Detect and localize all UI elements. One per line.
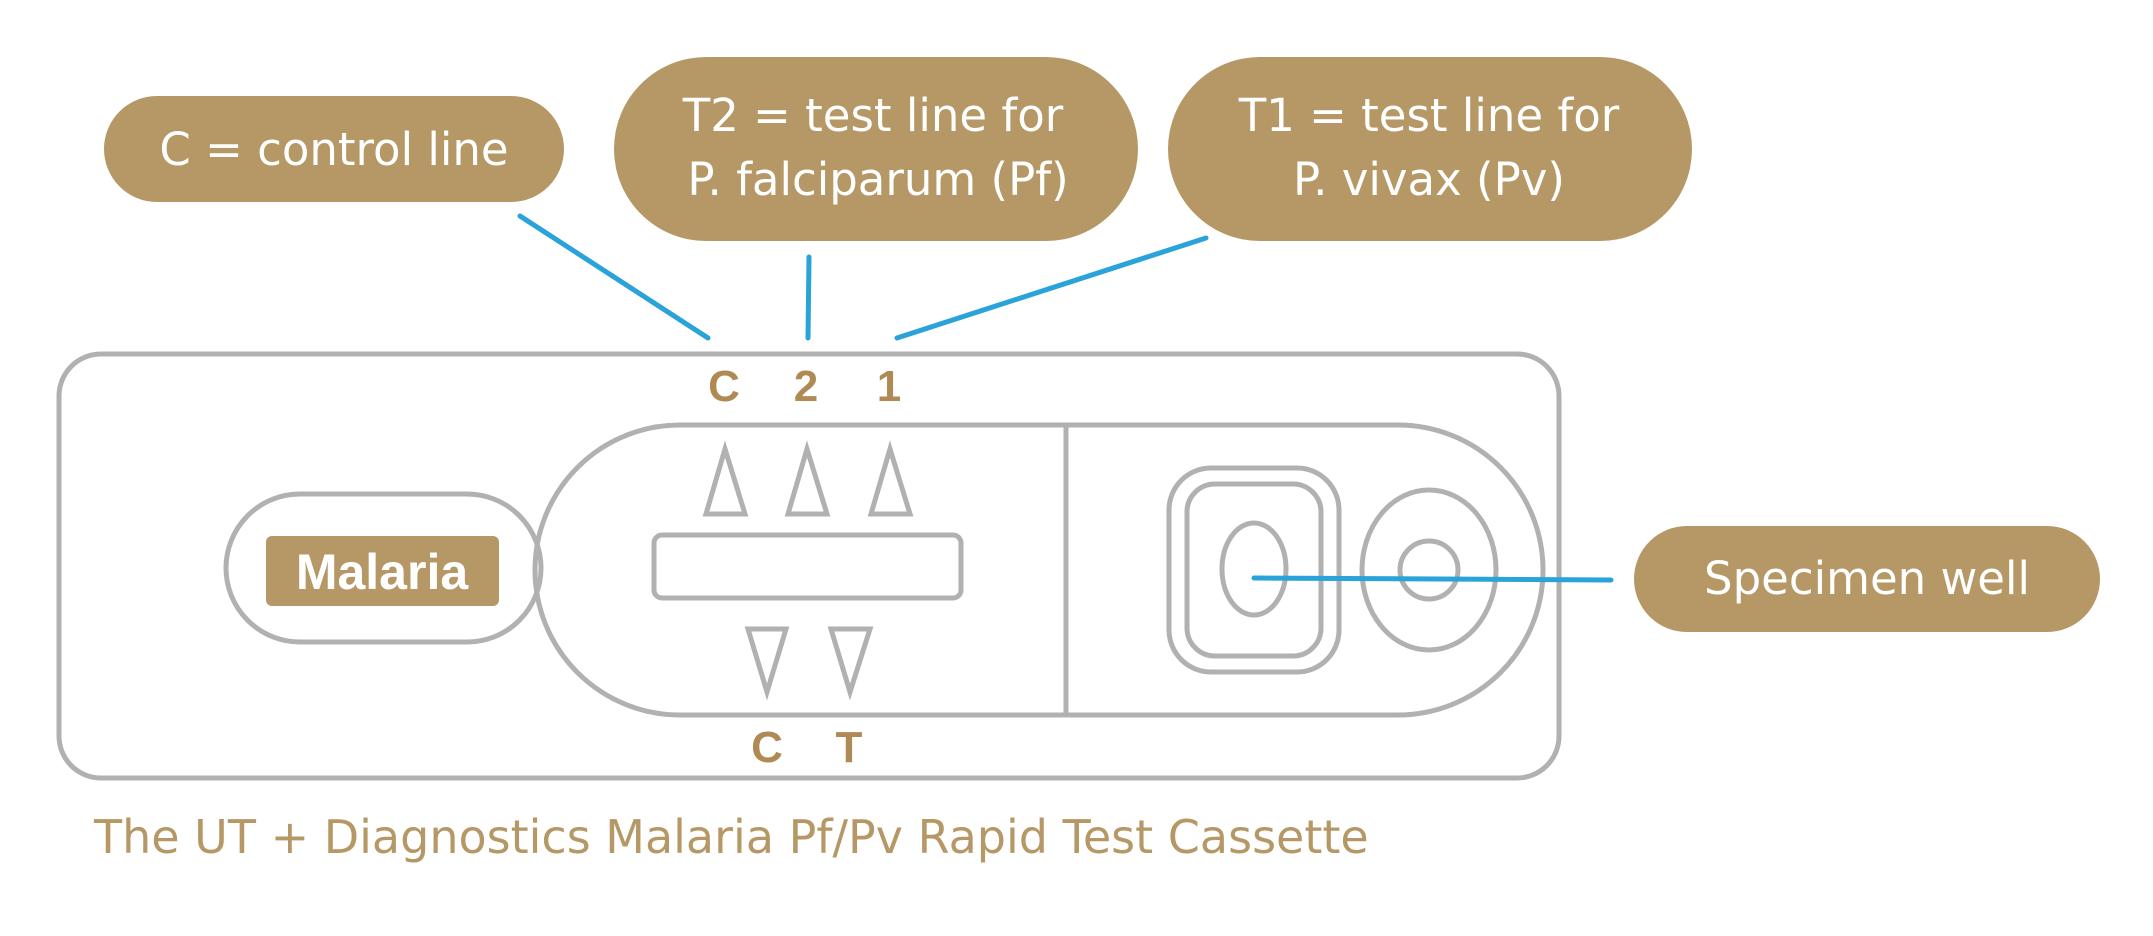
leader-specimen	[1251, 575, 1614, 583]
specimen-frame-inner	[1184, 481, 1324, 659]
callout-t2: T2 = test line for P. falciparum (Pf)	[614, 57, 1138, 241]
arrow-up-2	[784, 440, 831, 517]
leader-t1	[894, 235, 1209, 341]
callout-t1-line1: T1 = test line for	[1238, 89, 1620, 142]
brand-label-box	[266, 536, 499, 606]
mark-top-c: C	[708, 362, 740, 411]
callout-specimen-bubble	[1634, 526, 2100, 632]
specimen-well	[1219, 520, 1289, 618]
callout-control: C = control line	[104, 96, 564, 202]
buffer-well-outer	[1359, 487, 1499, 653]
callout-t1-bubble	[1168, 57, 1692, 241]
brand-capsule	[223, 491, 544, 645]
arrow-down-c	[744, 626, 790, 701]
cassette-body	[56, 351, 1562, 781]
result-strip	[651, 532, 964, 601]
mark-bottom-t: T	[836, 723, 863, 772]
caption: The UT + Diagnostics Malaria Pf/Pv Rapid…	[93, 810, 1369, 864]
leader-control	[517, 213, 711, 341]
mark-bottom-c: C	[751, 723, 783, 772]
buffer-well-inner	[1397, 538, 1461, 602]
leader-lines	[517, 213, 1614, 583]
brand-label: Malaria	[296, 544, 470, 600]
specimen-frame-outer	[1166, 465, 1342, 675]
mark-top-1: 1	[877, 362, 901, 411]
callout-specimen-text: Specimen well	[1704, 552, 2030, 605]
callout-t2-line2: P. falciparum (Pf)	[687, 153, 1068, 206]
arrow-up-1	[867, 440, 914, 517]
callout-control-bubble	[104, 96, 564, 202]
callout-t2-bubble	[614, 57, 1138, 241]
callout-specimen: Specimen well	[1634, 526, 2100, 632]
callout-t2-line1: T2 = test line for	[682, 89, 1064, 142]
arrow-down-t	[827, 626, 874, 701]
mark-top-2: 2	[794, 362, 818, 411]
callout-t1-line2: P. vivax (Pv)	[1293, 153, 1565, 206]
callout-t1: T1 = test line for P. vivax (Pv)	[1168, 57, 1692, 241]
arrow-up-c	[702, 440, 749, 517]
cassette	[56, 351, 1562, 781]
leader-t2	[805, 254, 812, 341]
callout-control-text: C = control line	[159, 123, 508, 176]
reading-window	[532, 422, 1546, 718]
